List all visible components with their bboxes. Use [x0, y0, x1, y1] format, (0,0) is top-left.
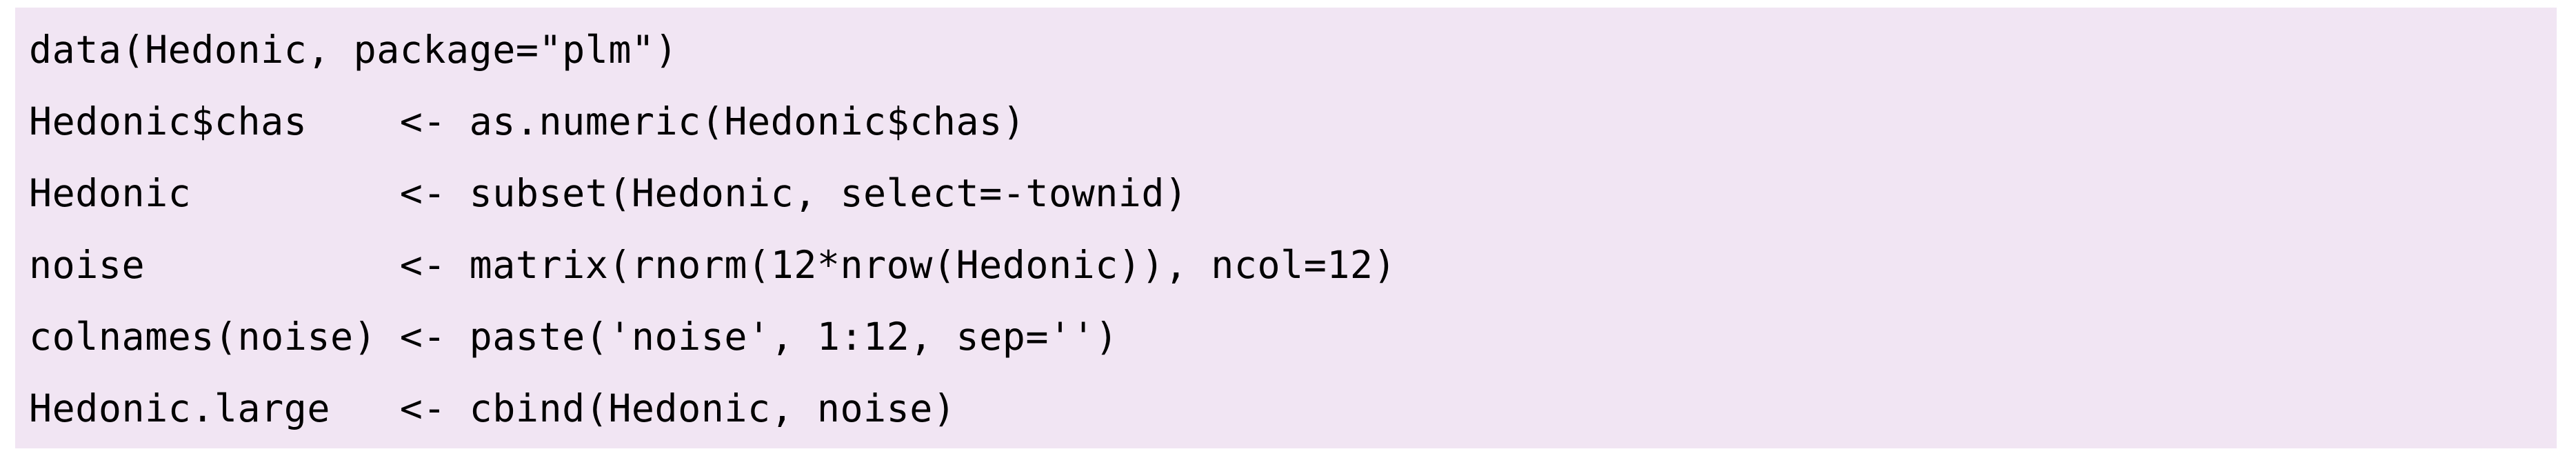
code-line: Hedonic$chas <- as.numeric(Hedonic$chas) [29, 99, 1026, 143]
code-line: data(Hedonic, package="plm") [29, 28, 678, 72]
code-line: Hedonic <- subset(Hedonic, select=-towni… [29, 171, 1188, 215]
code-block-panel: data(Hedonic, package="plm") Hedonic$cha… [15, 8, 2557, 448]
code-line: noise <- matrix(rnorm(12*nrow(Hedonic)),… [29, 243, 1397, 287]
code-line: Hedonic.large <- cbind(Hedonic, noise) [29, 386, 956, 430]
code-listing: data(Hedonic, package="plm") Hedonic$cha… [29, 14, 1396, 444]
code-line: colnames(noise) <- paste('noise', 1:12, … [29, 315, 1118, 359]
